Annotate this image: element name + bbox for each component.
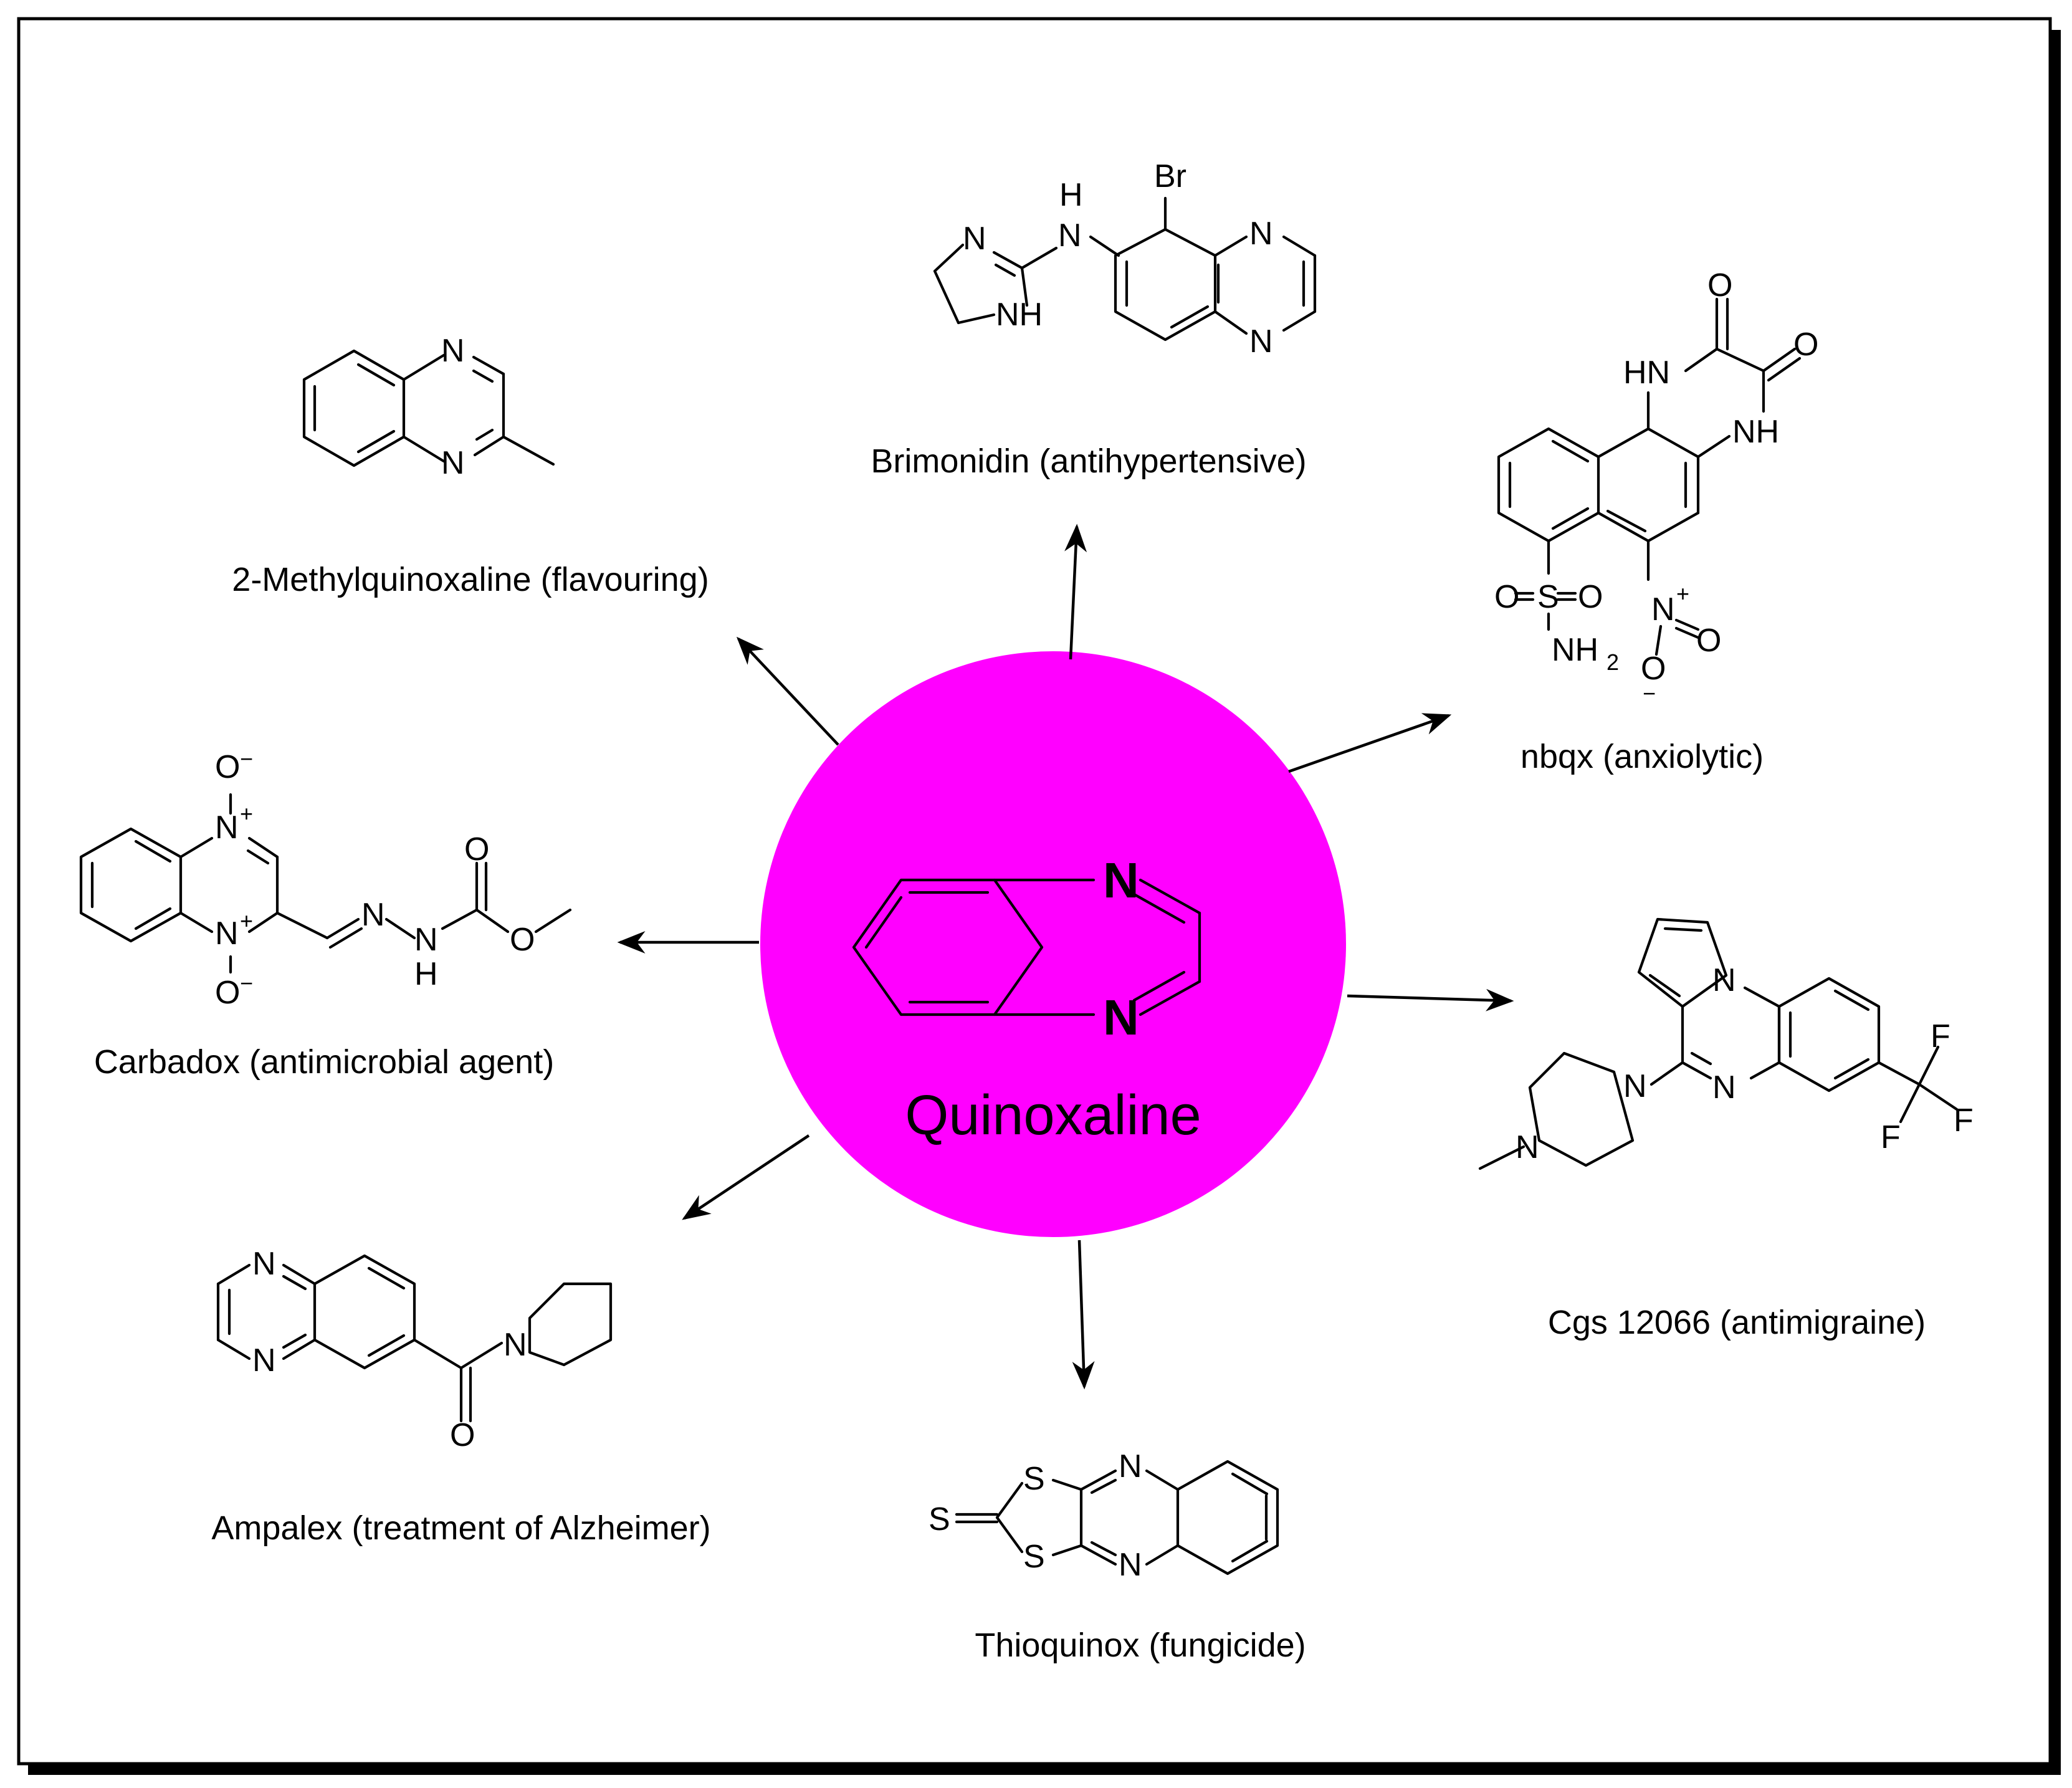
nbqx-s: S [1537, 579, 1559, 615]
carb-o3: O [464, 831, 489, 868]
tq-n1: N [1119, 1448, 1142, 1484]
amp-o: O [450, 1417, 475, 1453]
nbqx-n-nitro: N [1651, 591, 1675, 628]
compound-methylquinoxaline: N N 2-Methylquinoxaline (flavouring) [232, 333, 709, 598]
carb-h: H [414, 956, 438, 992]
tq-s1: S [1023, 1461, 1045, 1497]
arrow-to-methylquinoxaline [736, 636, 839, 746]
tq-s3: S [929, 1501, 950, 1537]
carb-o4: O [510, 922, 535, 958]
hub-structure: N N [852, 853, 1201, 1045]
brim-n4: N [1249, 323, 1273, 360]
nbqx-hn: HN [1623, 355, 1670, 391]
arrow-to-cgs12066 [1347, 988, 1514, 1011]
compound-ampalex: N N N O Ampalex (treatment of Alzheimer) [211, 1246, 710, 1547]
methylquinoxaline-structure: N N [302, 333, 555, 481]
hub-n-top: N [1103, 853, 1139, 908]
nbqx-nh2: NH [1552, 632, 1598, 668]
compound-thioquinox: N N S S S Thioquinox (fungicide) [929, 1448, 1306, 1664]
hub-circle [760, 651, 1346, 1237]
carbadox-structure: O − N + N + O − N N H O O [79, 746, 572, 1011]
nbqx-o1: O [1707, 267, 1732, 304]
caption-cgs12066: Cgs 12066 (antimigraine) [1548, 1304, 1926, 1341]
quinoxaline-hub: N N Quinoxaline [760, 651, 1346, 1237]
carb-n1: N [215, 810, 239, 846]
compound-nbqx: HN NH O O O S O NH 2 N + O O − nbqx (anx… [1494, 267, 1818, 775]
cgs-n-pip2: N [1516, 1129, 1539, 1165]
brim-h: H [1059, 177, 1083, 213]
nbqx-structure: HN NH O O O S O NH 2 N + O O − [1494, 267, 1818, 706]
amp-n2: N [252, 1342, 276, 1379]
carb-n3: N [361, 897, 385, 933]
compound-brimonidin: N NH H N Br N N Brimonidin (antihyperten… [871, 158, 1317, 480]
brim-br: Br [1154, 158, 1186, 194]
brim-n2: N [1058, 218, 1082, 254]
hub-n-bottom: N [1103, 990, 1139, 1045]
caption-ampalex: Ampalex (treatment of Alzheimer) [211, 1509, 710, 1547]
nbqx-nh: NH [1732, 414, 1779, 450]
amp-n3: N [504, 1327, 527, 1363]
amp-n1: N [252, 1246, 276, 1282]
ampalex-structure: N N N O [216, 1246, 613, 1453]
compound-carbadox: O − N + N + O − N N H O O Carbadox (anti… [79, 746, 572, 1081]
nbqx-o3: O [1494, 579, 1519, 615]
carb-minus1: − [240, 746, 253, 772]
carb-plus2: + [240, 908, 253, 934]
cgs12066-structure: N N N N F F F [1478, 917, 1974, 1170]
arrow-to-ampalex [682, 1134, 810, 1220]
nbqx-o5: O [1696, 623, 1721, 659]
cgs-n-pyrazine: N [1712, 1069, 1736, 1106]
arrow-to-brimonidin [1064, 523, 1087, 660]
hub-title: Quinoxaline [905, 1084, 1201, 1147]
carb-minus2: − [240, 970, 253, 996]
nbqx-o4: O [1578, 579, 1603, 615]
carb-plus1: + [240, 801, 253, 826]
caption-nbqx: nbqx (anxiolytic) [1521, 738, 1764, 775]
cgs-n-pyrrole: N [1712, 962, 1736, 998]
nbqx-plus: + [1676, 581, 1689, 606]
nbqx-o2: O [1793, 327, 1818, 363]
brim-n1: N [963, 221, 986, 257]
cgs-n-pip1: N [1623, 1068, 1647, 1104]
carb-n4: N [414, 922, 438, 958]
thioquinox-structure: N N S S S [929, 1448, 1279, 1583]
carb-n2: N [215, 916, 239, 952]
carb-o1: O [215, 749, 240, 785]
brimonidin-structure: N NH H N Br N N [933, 158, 1317, 360]
arrow-to-nbqx [1288, 713, 1452, 773]
tq-s2: S [1023, 1539, 1045, 1575]
caption-carbadox: Carbadox (antimicrobial agent) [94, 1043, 554, 1081]
arrow-to-thioquinox [1072, 1240, 1095, 1390]
cgs-f1: F [1931, 1018, 1950, 1054]
caption-thioquinox: Thioquinox (fungicide) [975, 1627, 1306, 1664]
brim-n3: N [1249, 216, 1273, 252]
nbqx-sub2: 2 [1607, 649, 1619, 675]
nbqx-o6: O [1641, 651, 1666, 687]
nbqx-minus: − [1643, 681, 1656, 706]
caption-brimonidin: Brimonidin (antihypertensive) [871, 442, 1306, 480]
compound-cgs12066: N N N N F F F Cgs 12066 (antimigraine) [1478, 917, 1974, 1341]
cgs-f2: F [1954, 1102, 1974, 1139]
caption-methylquinoxaline: 2-Methylquinoxaline (flavouring) [232, 561, 709, 598]
brim-nh: NH [996, 297, 1043, 333]
carb-o2: O [215, 975, 240, 1011]
cgs-f3: F [1881, 1119, 1901, 1155]
arrows [617, 523, 1514, 1390]
mq-n1: N [441, 333, 465, 369]
tq-n2: N [1119, 1547, 1142, 1583]
mq-n2: N [441, 445, 465, 481]
